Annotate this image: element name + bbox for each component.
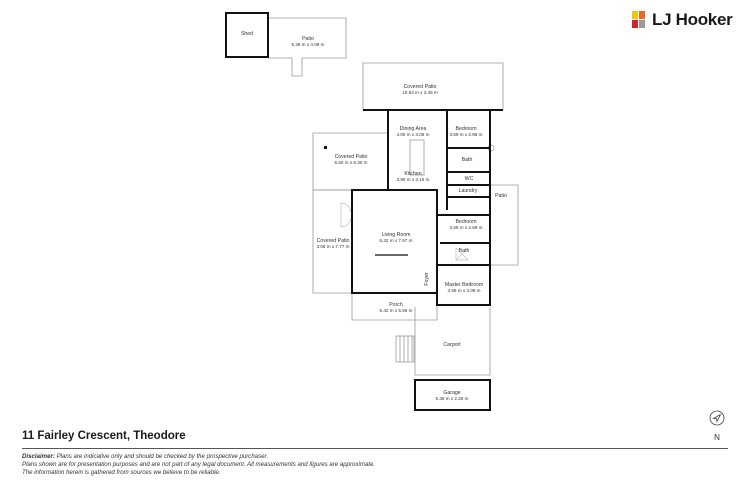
room-master-name: Master Bedroom — [445, 282, 483, 288]
floor-plan: Shed Patio 6.38 m x 4.09 m Covered Patio… — [225, 12, 519, 411]
disclaimer-line-3: The information herein is gathered from … — [22, 469, 221, 476]
room-foyer-name: Foyer — [424, 272, 430, 286]
room-wc-name: WC — [465, 176, 474, 182]
room-dining-dims: 4.05 m x 3.05 m — [397, 132, 430, 137]
room-patio-name: Patio — [302, 36, 314, 42]
room-kitchen-dims: 3.90 m x 3.16 m — [397, 177, 430, 182]
room-bath2-name: Bath — [459, 248, 470, 254]
room-bath1-name: Bath — [462, 157, 473, 163]
room-porch-dims: 6.42 m x 5.96 m — [380, 308, 413, 313]
room-patio-right-name: Patio — [495, 193, 507, 199]
room-covered-patio-west-dims: 3.08 m x 7.77 m — [317, 244, 350, 249]
room-living-name: Living Room — [382, 232, 411, 238]
room-bedroom2-name: Bedroom — [455, 219, 476, 225]
room-bedroom2-dims: 3.59 m x 2.69 m — [450, 225, 483, 230]
room-bedroom1-name: Bedroom — [455, 126, 476, 132]
logo-mark-icon — [632, 11, 646, 29]
room-porch-name: Porch — [389, 302, 403, 308]
room-garage-dims: 5.38 m x 2.25 m — [436, 396, 469, 401]
room-shed-name: Shed — [241, 31, 253, 37]
disclaimer-line-1: Plans are indicative only and should be … — [56, 453, 269, 460]
room-living-dims: 6.32 m x 7.57 m — [380, 238, 413, 243]
disclaimer-heading: Disclaimer: — [22, 453, 55, 460]
room-patio-dims: 6.38 m x 4.09 m — [292, 42, 325, 47]
room-dining-name: Dining Area — [400, 126, 427, 132]
room-covered-patio-left-name: Covered Patio — [335, 154, 368, 160]
brand-logo: LJ Hooker — [632, 10, 733, 30]
room-garage-name: Garage — [443, 390, 460, 396]
brand-name: LJ Hooker — [652, 10, 733, 29]
room-kitchen-name: Kitchen — [404, 171, 421, 177]
north-arrow-icon — [709, 410, 725, 426]
room-covered-patio-top-name: Covered Patio — [404, 84, 437, 90]
room-carport-name: Carport — [443, 342, 461, 348]
compass: N — [704, 410, 730, 442]
room-covered-patio-west-name: Covered Patio — [317, 238, 350, 244]
room-covered-patio-left-dims: 5.50 m x 6.30 m — [335, 160, 368, 165]
room-bedroom1-dims: 3.59 m x 2.89 m — [450, 132, 483, 137]
room-covered-patio-top-dims: 10.83 m x 3.46 m — [402, 90, 438, 95]
north-letter: N — [714, 433, 720, 442]
footer-divider — [22, 448, 728, 449]
property-address: 11 Fairley Crescent, Theodore — [22, 430, 186, 442]
disclaimer-line-2: Plans shown are for presentation purpose… — [22, 461, 376, 468]
room-master-dims: 3.59 m x 3.09 m — [448, 288, 481, 293]
room-laundry-name: Laundry — [459, 188, 478, 194]
disclaimer: Disclaimer: Plans are indicative only an… — [22, 453, 728, 477]
